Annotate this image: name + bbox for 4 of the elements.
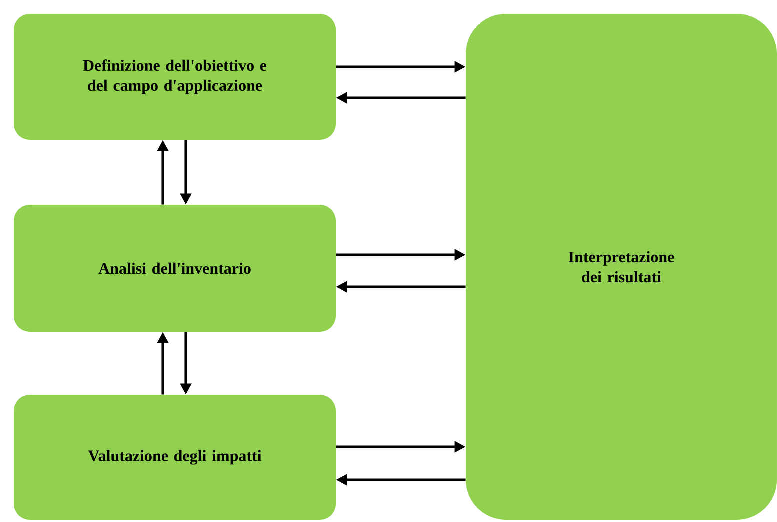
process-box: Definizione dell'obiettivo e del campo d'applicazione — [14, 14, 336, 140]
process-box: Interpretazione dei risultati — [466, 14, 777, 520]
process-box: Analisi dell'inventario — [14, 205, 336, 332]
process-box: Valutazione degli impatti — [14, 395, 336, 520]
